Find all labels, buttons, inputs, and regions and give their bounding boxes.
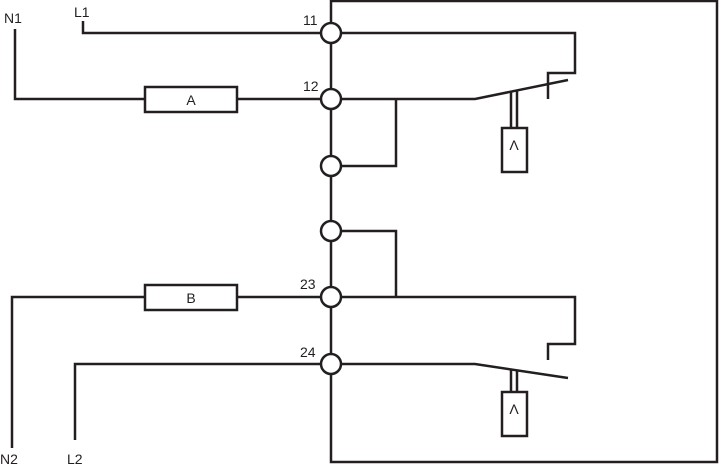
label-11: 11 xyxy=(303,12,318,28)
label-24: 24 xyxy=(300,344,316,360)
contact-12-switch xyxy=(341,78,569,101)
wire-n2 xyxy=(10,295,321,448)
plunger-upper xyxy=(509,91,519,128)
wire-n1 xyxy=(13,29,321,101)
plunger-lower xyxy=(509,370,519,392)
jumper-upper xyxy=(341,99,398,168)
terminal-23 xyxy=(319,285,343,309)
terminal-bridge-lower xyxy=(319,219,343,243)
terminal-12 xyxy=(319,87,343,111)
label-l2: L2 xyxy=(67,451,83,467)
jumper-lower xyxy=(341,229,398,297)
label-n2: N2 xyxy=(0,451,18,467)
contact-23-wire xyxy=(341,295,577,360)
wire-l1 xyxy=(81,21,321,35)
actuator-lower xyxy=(500,390,529,438)
load-b-box xyxy=(143,283,239,312)
wire-l2 xyxy=(73,362,321,440)
actuator-lower-label: Λ xyxy=(509,401,519,417)
device-enclosure xyxy=(329,0,719,464)
contact-11-wire xyxy=(341,31,577,99)
terminal-bridge-upper xyxy=(319,154,343,178)
contact-24-switch xyxy=(341,362,569,380)
label-23: 23 xyxy=(300,276,316,292)
load-a-box xyxy=(143,85,239,114)
actuator-upper-label: Λ xyxy=(509,137,519,153)
label-l1: L1 xyxy=(74,4,90,20)
actuator-upper xyxy=(500,126,529,174)
label-12: 12 xyxy=(303,78,319,94)
load-b-label: B xyxy=(186,290,195,306)
terminal-11 xyxy=(319,21,343,45)
terminal-24 xyxy=(319,352,343,376)
label-n1: N1 xyxy=(4,10,22,26)
load-a-label: A xyxy=(186,92,196,108)
